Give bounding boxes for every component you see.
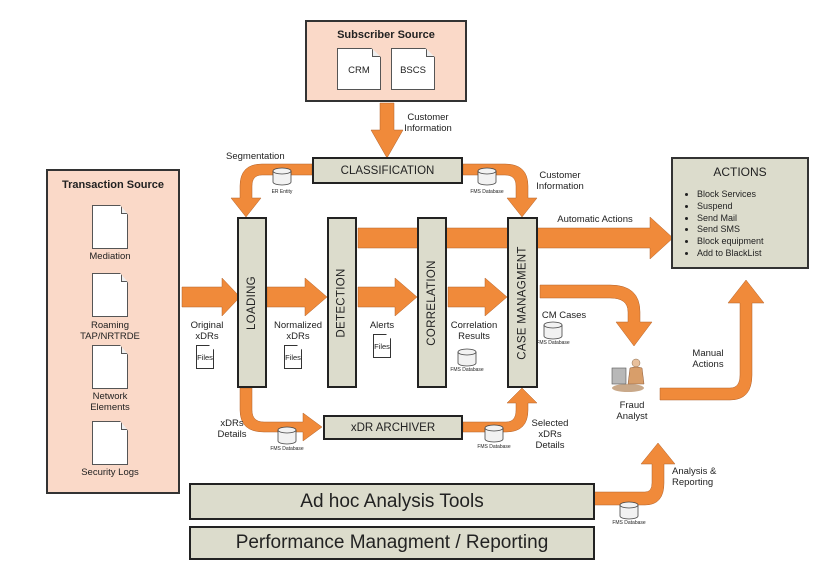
correlation-results-label: Correlation Results — [450, 320, 498, 342]
correlation-stage: CORRELATION — [417, 217, 447, 388]
subscriber-source-title: Subscriber Source — [337, 29, 435, 41]
arrow-loading-to-detection — [266, 277, 328, 317]
loading-stage: LOADING — [237, 217, 267, 388]
actions-box: ACTIONS Block Services Suspend Send Mail… — [671, 157, 809, 269]
security-logs-document-icon — [92, 421, 128, 465]
files-icon-original: Files — [196, 345, 214, 369]
action-item: Add to BlackList — [697, 248, 807, 260]
subscriber-source-box: Subscriber Source CRM BSCS — [305, 20, 467, 102]
roaming-label: Roaming TAP/NRTRDE — [80, 320, 140, 342]
network-elements-document-icon — [92, 345, 128, 389]
manual-actions-label: Manual Actions — [692, 348, 724, 370]
files-icon-alerts: Files — [373, 334, 391, 358]
action-item: Send Mail — [697, 213, 807, 225]
roaming-document-icon — [92, 273, 128, 317]
arrow-detection-to-correlation — [357, 277, 418, 317]
security-logs-label: Security Logs — [81, 467, 139, 478]
detection-stage: DETECTION — [327, 217, 357, 388]
arrow-case-to-analyst — [539, 284, 653, 347]
alerts-label: Alerts — [369, 320, 395, 331]
fms-database-label-cm: FMS Database — [536, 340, 570, 346]
arrow-analysis-reporting — [591, 442, 676, 506]
bscs-document-icon — [391, 48, 435, 90]
customer-information-right-label: Customer Information — [536, 170, 584, 192]
database-icons — [272, 167, 639, 520]
database-icon-cls — [477, 167, 497, 186]
detection-stage-label: DETECTION — [336, 267, 348, 338]
case-management-stage-label: CASE MANAGMENT — [516, 245, 529, 360]
action-item: Block Services — [697, 189, 807, 201]
selected-xdrs-details-label: Selected xDRs Details — [531, 418, 569, 451]
normalized-xdrs-label: Normalized xDRs — [273, 320, 323, 342]
database-icon-cm — [543, 321, 563, 340]
database-icon-er — [272, 167, 292, 186]
mediation-document-icon — [92, 205, 128, 249]
action-item: Suspend — [697, 201, 807, 213]
performance-management-bar: Performance Managment / Reporting — [189, 526, 595, 560]
crm-label: CRM — [348, 65, 370, 76]
action-item: Block equipment — [697, 236, 807, 248]
arrow-classification-to-case — [462, 163, 538, 218]
fms-database-label-correlation: FMS Database — [450, 367, 484, 373]
actions-list: Block Services Suspend Send Mail Send SM… — [673, 189, 807, 260]
database-icon-archive-right — [484, 424, 504, 443]
arrow-segmentation — [230, 163, 313, 218]
mediation-label: Mediation — [89, 251, 131, 262]
segmentation-label: Segmentation — [226, 151, 285, 162]
case-management-stage: CASE MANAGMENT — [507, 217, 538, 388]
database-icon-archive-left — [277, 426, 297, 445]
arrow-loading-to-archiver — [239, 387, 323, 442]
fms-database-label-reporting: FMS Database — [612, 520, 646, 526]
database-icon-reporting — [619, 501, 639, 520]
bscs-label: BSCS — [400, 65, 426, 76]
loading-stage-label: LOADING — [246, 275, 258, 330]
correlation-stage-label: CORRELATION — [426, 259, 439, 346]
arrow-correlation-to-case — [447, 277, 508, 317]
arrow-archiver-to-case — [462, 387, 538, 433]
fms-database-label-archive-right: FMS Database — [477, 444, 511, 450]
er-entity-label: ER Entity — [271, 189, 293, 195]
transaction-source-title: Transaction Source — [61, 179, 165, 191]
arrow-subscriber-to-classification — [370, 102, 404, 159]
automatic-actions-label: Automatic Actions — [557, 214, 633, 225]
classification-stage: CLASSIFICATION — [312, 157, 463, 184]
files-icon-normalized: Files — [284, 345, 302, 369]
actions-title: ACTIONS — [713, 165, 767, 179]
arrow-manual-actions — [659, 279, 765, 401]
xdrs-details-label: xDRs Details — [217, 418, 247, 440]
transaction-source-box: Transaction Source Mediation Roaming TAP… — [46, 169, 180, 494]
arrow-transaction-to-loading — [181, 277, 241, 317]
fms-database-label-classification: FMS Database — [470, 189, 504, 195]
original-xdrs-label: Original xDRs — [190, 320, 224, 342]
xdr-archiver-stage: xDR ARCHIVER — [323, 415, 463, 440]
adhoc-analysis-tools-bar: Ad hoc Analysis Tools — [189, 483, 595, 520]
network-elements-label: Network Elements — [90, 391, 130, 413]
customer-information-top-label: Customer Information — [404, 112, 452, 134]
action-item: Send SMS — [697, 224, 807, 236]
analysis-reporting-label: Analysis & Reporting — [672, 466, 717, 488]
fms-database-label-archive-left: FMS Database — [270, 446, 304, 452]
database-icon-corr — [457, 348, 477, 367]
cm-cases-label: CM Cases — [541, 310, 587, 321]
fraud-analyst-label: Fraud Analyst — [616, 400, 648, 422]
fraud-analyst-icon — [611, 358, 645, 392]
